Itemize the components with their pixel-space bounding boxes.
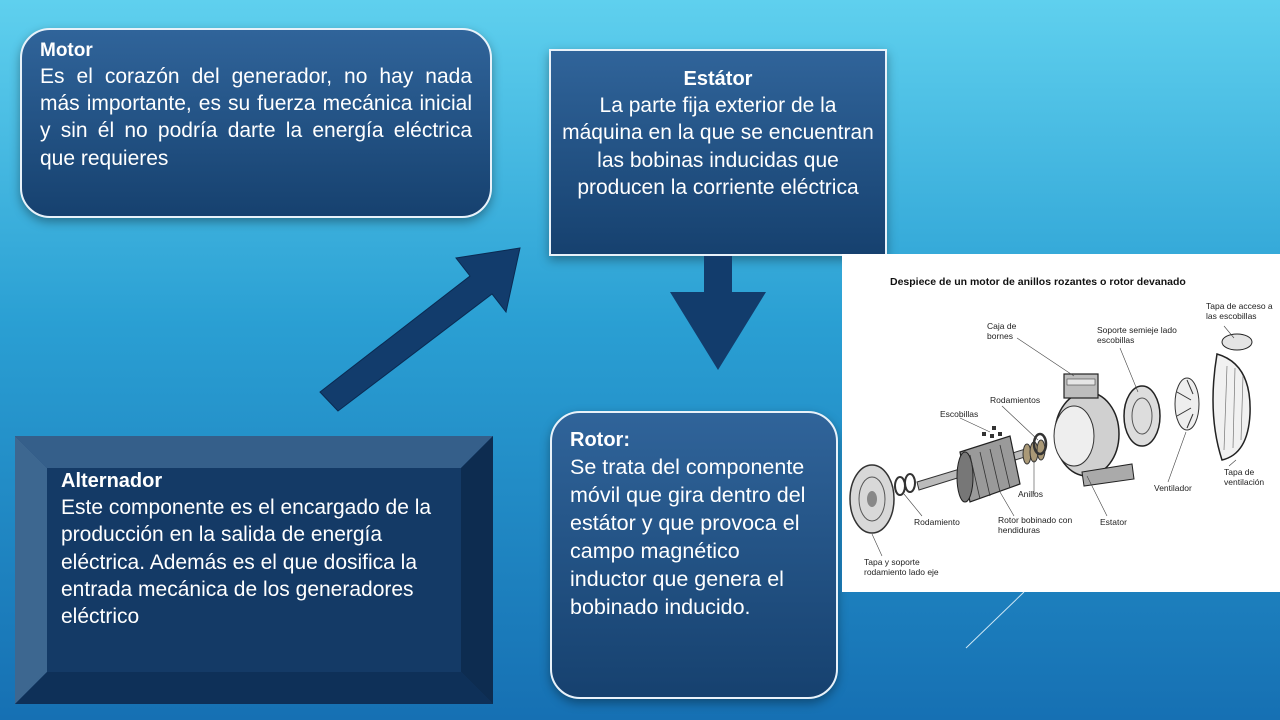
label-tapa-acceso: Tapa de acceso a las escobillas — [1206, 301, 1273, 321]
motor-description: Es el corazón del generador, no hay nada… — [40, 64, 472, 170]
label-soporte-semieje: Soporte semieje lado escobillas — [1097, 325, 1177, 345]
alternador-content: Alternador Este componente es el encarga… — [61, 468, 461, 630]
alternador-title: Alternador — [61, 470, 163, 492]
alternador-description: Este componente es el encargado de la pr… — [61, 496, 432, 629]
motor-exploded-diagram: Despiece de un motor de anillos rozantes… — [842, 254, 1280, 592]
label-escobillas: Escobillas — [940, 409, 979, 419]
label-rodamientos: Rodamientos — [990, 395, 1041, 405]
decorative-line — [965, 591, 1025, 649]
alternador-box: Alternador Este componente es el encarga… — [15, 436, 493, 704]
rotor-box: Rotor: Se trata del componente móvil que… — [550, 411, 838, 699]
rotor-title: Rotor: — [570, 429, 630, 451]
motor-box: Motor Es el corazón del generador, no ha… — [20, 28, 492, 218]
arrow-down-icon — [670, 256, 766, 370]
label-anillos: Anillos — [1018, 489, 1044, 499]
label-tapa-ventilacion: Tapa de ventilación — [1224, 467, 1265, 487]
label-caja-bornes: Caja de bornes — [987, 321, 1017, 341]
label-tapa-soporte: Tapa y soporte rodamiento lado eje — [864, 557, 939, 577]
estator-title: Estátor — [683, 68, 753, 90]
estator-description: La parte fija exterior de la máquina en … — [562, 94, 874, 199]
rotor-description: Se trata del componente móvil que gira d… — [570, 455, 806, 619]
bevel-frame — [15, 436, 493, 704]
motor-parts-illustration — [849, 325, 1253, 557]
label-estator: Estator — [1100, 517, 1127, 527]
motor-title: Motor — [40, 40, 93, 61]
diagram-title: Despiece de un motor de anillos rozantes… — [890, 276, 1186, 288]
label-rodamiento: Rodamiento — [914, 517, 960, 527]
estator-box: Estátor La parte fija exterior de la máq… — [549, 49, 887, 256]
label-ventilador: Ventilador — [1154, 483, 1192, 493]
label-rotor-bobinado: Rotor bobinado con hendiduras — [998, 515, 1073, 535]
arrow-up-right-icon — [319, 247, 521, 412]
